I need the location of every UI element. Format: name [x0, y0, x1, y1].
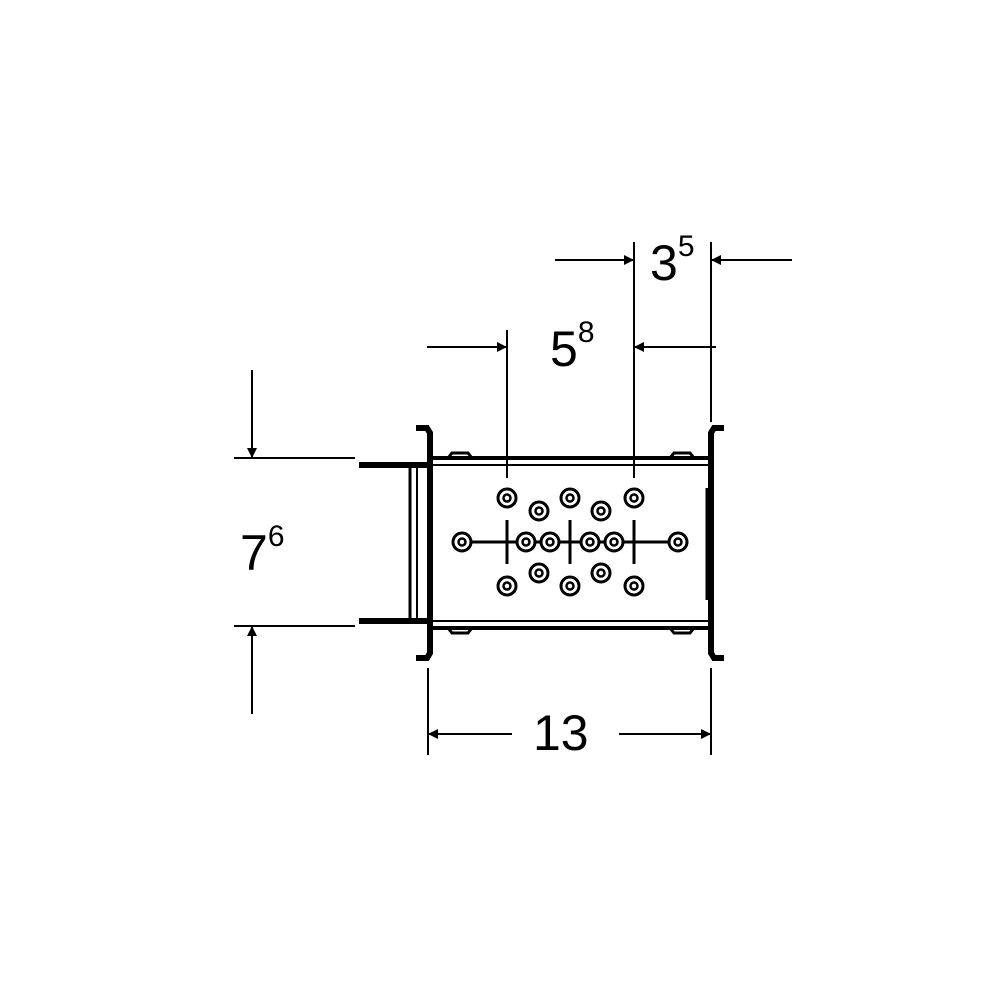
- left-bracket: [416, 425, 433, 661]
- hole: [539, 531, 561, 553]
- hole-center: [596, 506, 606, 516]
- hole: [559, 487, 581, 509]
- hole: [590, 500, 612, 522]
- hole-center: [502, 581, 512, 591]
- hole-center: [585, 537, 595, 547]
- hole-center: [629, 581, 639, 591]
- hole-pattern: [451, 487, 689, 597]
- dim-label-hole-spacing: 58: [550, 316, 595, 377]
- hole: [559, 575, 581, 597]
- mounting-frame: [359, 425, 724, 661]
- hole-center: [673, 537, 683, 547]
- hole: [496, 575, 518, 597]
- hole-center: [596, 568, 606, 578]
- hole-center: [545, 537, 555, 547]
- hole: [496, 487, 518, 509]
- hole: [603, 531, 625, 553]
- right-bracket: [708, 425, 724, 661]
- hole-center: [502, 493, 512, 503]
- hole: [579, 531, 601, 553]
- hole: [667, 531, 689, 553]
- hole-center: [457, 537, 467, 547]
- hole: [528, 500, 550, 522]
- hole-center: [534, 506, 544, 516]
- hole-center: [534, 568, 544, 578]
- bottom-rail-tab-left: [446, 627, 474, 635]
- hole: [451, 531, 473, 553]
- hole: [623, 487, 645, 509]
- hole: [528, 562, 550, 584]
- hole: [590, 562, 612, 584]
- hole-center: [609, 537, 619, 547]
- hole: [623, 575, 645, 597]
- dimension-arrows: [247, 255, 792, 739]
- bottom-rail-tab-right: [668, 627, 696, 635]
- hole-center: [521, 537, 531, 547]
- hole: [515, 531, 537, 553]
- dim-label-height: 76: [240, 520, 285, 581]
- top-rail-tab-right: [668, 451, 696, 459]
- dim-label-width: 13: [533, 705, 589, 761]
- hole-center: [565, 493, 575, 503]
- top-rail-tab-left: [446, 451, 474, 459]
- dim-label-top-offset: 35: [650, 230, 695, 291]
- hole-center: [629, 493, 639, 503]
- hole-center: [565, 581, 575, 591]
